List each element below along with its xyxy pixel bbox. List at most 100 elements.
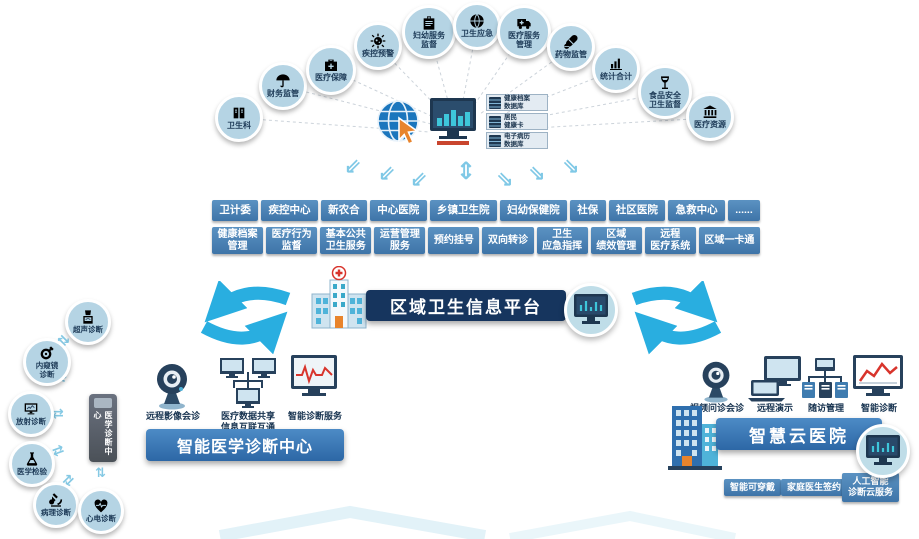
service-label: 随访管理 bbox=[807, 403, 844, 413]
modality-node: 放射诊断 bbox=[8, 391, 54, 437]
double-arrow-icon: ⇄ bbox=[52, 405, 64, 421]
refresh-arrows-icon bbox=[631, 281, 722, 355]
service-label: 远程影像会诊 bbox=[145, 411, 200, 421]
node-label: 医疗保障 bbox=[315, 73, 347, 83]
desktop-icon bbox=[574, 294, 608, 324]
org-button: 急救中心 bbox=[668, 200, 725, 221]
supervision-node: 药物监管 bbox=[547, 23, 595, 71]
bar-chart-icon bbox=[608, 56, 624, 72]
heart-ecg-icon bbox=[93, 498, 109, 514]
service-label: 智能诊断 bbox=[860, 403, 897, 413]
platform-banner: 区域卫生信息平台 bbox=[366, 290, 566, 321]
virus-icon bbox=[370, 33, 386, 49]
cloud-terminal-circle bbox=[856, 424, 910, 478]
arrow-down-left-icon: ⇙ bbox=[410, 168, 428, 191]
arrow-down-right-icon: ⇘ bbox=[528, 162, 546, 185]
service-button: 远程 医疗系统 bbox=[644, 227, 696, 254]
books-icon bbox=[231, 105, 247, 121]
pill-icon bbox=[563, 34, 579, 50]
cloud-hospital-banner: 智慧云医院 bbox=[716, 418, 882, 450]
chart-monitor-icon bbox=[853, 355, 903, 396]
ecg-monitor-icon bbox=[291, 355, 337, 396]
supervision-node: 医疗保障 bbox=[306, 45, 356, 95]
node-label: 统计合计 bbox=[600, 72, 632, 82]
database-icon bbox=[489, 96, 501, 109]
database-label: 健康档案 数据库 bbox=[504, 95, 530, 110]
database-icon bbox=[489, 115, 501, 128]
database-icon bbox=[489, 134, 501, 147]
node-label: 疾控预警 bbox=[362, 49, 394, 59]
supervision-node: 食品安全 卫生监督 bbox=[638, 65, 692, 119]
webcam-icon bbox=[702, 361, 730, 403]
node-label: 医疗服务 管理 bbox=[508, 30, 540, 49]
node-label: 医疗资源 bbox=[694, 120, 726, 130]
database-stack: 健康档案 数据库 居民 健康卡 电子病历 数据库 bbox=[486, 94, 548, 151]
arrow-down-right-icon: ⇘ bbox=[562, 155, 580, 178]
hospital-icon bbox=[311, 266, 367, 329]
wine-glass-icon bbox=[657, 75, 673, 91]
node-label: 超声诊断 bbox=[73, 325, 103, 335]
node-label: 卫生应急 bbox=[461, 29, 493, 39]
database-label: 居民 健康卡 bbox=[504, 114, 524, 129]
supervision-node: 医疗资源 bbox=[686, 93, 734, 141]
device-screen bbox=[94, 398, 112, 409]
webcam-icon bbox=[157, 364, 187, 410]
service-button: 医疗行为 监督 bbox=[266, 227, 318, 254]
cursor-icon bbox=[398, 116, 420, 146]
service-button: 卫生 应急指挥 bbox=[536, 227, 588, 254]
node-label: 病理诊断 bbox=[41, 508, 71, 518]
refresh-arrows-icon bbox=[200, 281, 291, 355]
org-button-row: 卫计委 疾控中心 新农合 中心医院 乡镇卫生院 妇幼保健院 社保 社区医院 急救… bbox=[212, 200, 761, 221]
modality-node: 病理诊断 bbox=[33, 482, 79, 528]
arrow-down-right-icon: ⇘ bbox=[496, 168, 514, 191]
database-label: 电子病历 数据库 bbox=[504, 133, 530, 148]
org-button: 新农合 bbox=[320, 200, 367, 221]
service-button-row: 健康档案 管理 医疗行为 监督 基本公共 卫生服务 运营管理 服务 预约挂号 双… bbox=[212, 227, 760, 254]
org-button: 疾控中心 bbox=[261, 200, 318, 221]
supervision-node: 卫生应急 bbox=[453, 2, 501, 50]
bank-icon bbox=[702, 104, 718, 120]
service-button: 基本公共 卫生服务 bbox=[320, 227, 372, 254]
org-button: 中心医院 bbox=[369, 200, 427, 221]
org-button: 妇幼保健院 bbox=[499, 200, 567, 221]
service-button: 健康档案 管理 bbox=[212, 227, 264, 254]
laptop-monitor-icon bbox=[748, 356, 801, 402]
modality-node: 内窥镜 诊断 bbox=[23, 338, 71, 386]
service-button: 双向转诊 bbox=[482, 227, 534, 254]
database-box: 电子病历 数据库 bbox=[486, 132, 548, 149]
network-monitors-icon bbox=[220, 358, 276, 408]
service-button: 预约挂号 bbox=[428, 227, 480, 254]
supervision-node: 财务监管 bbox=[259, 62, 307, 110]
database-box: 居民 健康卡 bbox=[486, 113, 548, 130]
supervision-node: 妇幼服务 监督 bbox=[402, 5, 456, 59]
double-arrow-icon: ⇅ bbox=[95, 465, 106, 480]
node-label: 内窥镜 诊断 bbox=[35, 361, 59, 379]
platform-terminal-circle bbox=[564, 283, 618, 337]
supervision-node: 统计合计 bbox=[592, 45, 640, 93]
service-label: 视频问诊会诊 bbox=[689, 403, 744, 413]
service-label: 医疗数据共享 信息互联互通 bbox=[220, 411, 275, 433]
arrow-down-left-icon: ⇙ bbox=[378, 162, 396, 185]
program-button: 智能可穿戴 bbox=[724, 479, 782, 497]
program-button: 人工智能 诊断云服务 bbox=[842, 473, 900, 502]
arrow-down-left-icon: ⇙ bbox=[344, 155, 362, 178]
microscope-icon bbox=[48, 492, 64, 508]
node-label: 妇幼服务 监督 bbox=[413, 30, 445, 49]
diagnosis-center-banner: 智能医学诊断中心 bbox=[146, 429, 344, 461]
node-label: 心电诊断 bbox=[86, 514, 116, 524]
org-button: 卫计委 bbox=[212, 200, 259, 221]
umbrella-icon bbox=[275, 73, 291, 89]
program-button: 家庭医生签约 bbox=[781, 479, 848, 497]
ultrasound-icon bbox=[80, 309, 96, 325]
lab-flask-icon bbox=[24, 451, 40, 467]
supervision-node: 医疗服务 管理 bbox=[497, 5, 551, 59]
monitor-icon bbox=[430, 98, 476, 145]
service-label: 智能诊断服务 bbox=[287, 411, 342, 421]
clipboard-icon bbox=[421, 15, 437, 31]
org-button: 社区医院 bbox=[608, 200, 666, 221]
service-label: 远程演示 bbox=[756, 403, 793, 413]
node-label: 卫生科 bbox=[227, 121, 251, 131]
org-button: 乡镇卫生院 bbox=[429, 200, 497, 221]
